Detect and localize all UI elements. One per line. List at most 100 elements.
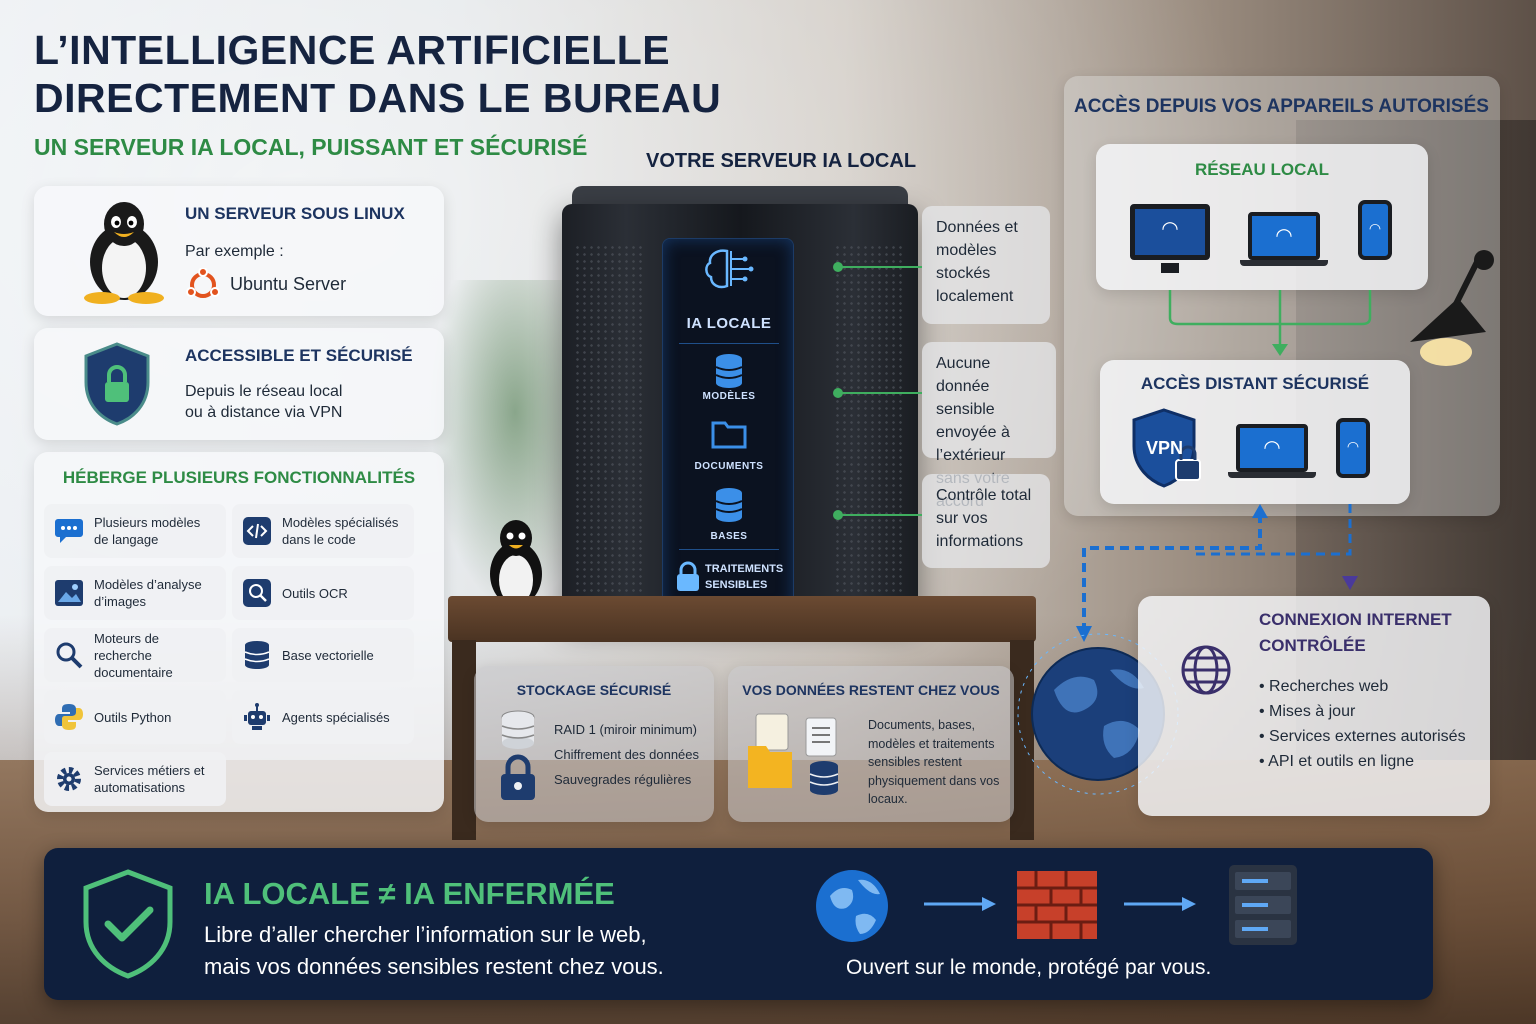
feature-label: Agents spécialisés — [282, 709, 390, 725]
remote-access-card: ACCÈS DISTANT SÉCURISÉ VPN ◠ ◠ — [1100, 360, 1410, 504]
connector-line — [842, 266, 922, 268]
padlock-icon — [677, 561, 699, 591]
connector-dot — [833, 510, 843, 520]
panel-item-bases: BASES — [710, 531, 748, 542]
panel-divider — [679, 549, 779, 550]
smartphone-icon: ◠ — [1336, 418, 1370, 478]
internet-card-title-line1: CONNEXION INTERNET — [1259, 610, 1452, 629]
page-title: L’INTELLIGENCE ARTIFICIELLE DIRECTEMENT … — [34, 26, 734, 122]
vpn-shield-icon — [1132, 408, 1201, 488]
wifi-icon: ◠ — [1263, 437, 1281, 459]
brain-circuit-icon — [705, 249, 754, 289]
feature-label: Services métiers et automatisations — [94, 763, 205, 795]
panel-item-documents: DOCUMENTS — [694, 461, 764, 472]
connector-dot — [833, 388, 843, 398]
note-total-control: Contrôle total sur vos informations — [922, 474, 1050, 568]
data-home-card-title: VOS DONNÉES RESTENT CHEZ VOUS — [742, 682, 1000, 698]
banner-caption: Ouvert sur le monde, protégé par vous. — [846, 956, 1212, 979]
shield-lock-icon — [84, 342, 150, 426]
internet-bullet: • Recherches web — [1259, 678, 1389, 695]
code-icon — [240, 514, 274, 548]
feature-vector-db: Base vectorielle — [232, 628, 414, 682]
storage-card-title: STOCKAGE SÉCURISÉ — [516, 682, 672, 698]
ubuntu-logo-icon — [186, 268, 220, 298]
storage-line-raid: RAID 1 (miroir minimum) — [554, 722, 697, 737]
page-title-line1: L’INTELLIGENCE ARTIFICIELLE — [34, 27, 671, 73]
internet-bullet-text: Mises à jour — [1269, 703, 1356, 720]
database-icon — [240, 638, 274, 672]
folder-documents-icon — [748, 713, 839, 795]
data-stays-home-card: VOS DONNÉES RESTENT CHEZ VOUS Documents,… — [728, 666, 1014, 822]
feature-agents: Agents spécialisés — [232, 690, 414, 744]
ocr-search-icon — [240, 576, 274, 610]
server-body: IA LOCALE MODÈLES DOCUMENTS BASES TRAITE… — [562, 204, 918, 620]
desk-lamp-icon — [1410, 250, 1494, 366]
feature-label: Outils OCR — [282, 585, 348, 601]
desktop-monitor-icon: ◠ — [1130, 204, 1210, 273]
chat-bubble-icon — [52, 514, 86, 548]
feature-llm: Plusieurs modèles de langage — [44, 504, 226, 558]
feature-python-tools: Outils Python — [44, 690, 226, 744]
storage-line-backups: Sauvegrades régulières — [554, 772, 692, 787]
arrow-right-icon — [924, 897, 996, 911]
note-no-external-data: Aucune donnée sensible envoyée à l’extér… — [922, 342, 1056, 510]
magnifier-icon — [52, 638, 86, 672]
internet-bullets: • Recherches web • Mises à jour • Servic… — [1259, 674, 1469, 774]
server-rack-icon — [1229, 865, 1297, 945]
feature-label: Modèles d’analyse d’images — [94, 577, 202, 609]
disk-stack-icon — [501, 710, 535, 749]
feature-label: Moteurs de recherche documentaire — [94, 630, 173, 680]
wifi-icon: ◠ — [1161, 218, 1179, 240]
globe-grid-icon — [1181, 645, 1231, 695]
image-icon — [52, 576, 86, 610]
stand-leg — [452, 640, 476, 840]
access-heading: ACCÈS DEPUIS VOS APPAREILS AUTORISÉS — [1074, 96, 1489, 117]
laptop-icon: ◠ — [1228, 424, 1316, 478]
linux-card-distro: Ubuntu Server — [230, 274, 347, 294]
arrow-right-icon — [1124, 897, 1196, 911]
shield-check-icon — [83, 869, 173, 979]
feature-label: Plusieurs modèles de langage — [94, 515, 201, 547]
storage-padlock-icon — [501, 754, 535, 800]
features-card-title: HÉBERGE PLUSIEURS FONCTIONNALITÉS — [62, 468, 416, 487]
wifi-icon: ◠ — [1346, 438, 1360, 454]
linux-card-title: UN SERVEUR SOUS LINUX — [185, 204, 405, 223]
internet-bullet-text: Recherches web — [1269, 678, 1389, 695]
local-network-title: RÉSEAU LOCAL — [1194, 160, 1330, 179]
page-subtitle: UN SERVEUR IA LOCAL, PUISSANT ET SÉCURIS… — [34, 134, 588, 160]
server-front-panel: IA LOCALE MODÈLES DOCUMENTS BASES TRAITE… — [662, 238, 794, 612]
local-ai-server: IA LOCALE MODÈLES DOCUMENTS BASES TRAITE… — [562, 186, 918, 632]
feature-label: Modèles spécialisés dans le code — [282, 515, 399, 547]
controlled-internet-card: CONNEXION INTERNET CONTRÔLÉE • Recherche… — [1138, 596, 1490, 816]
data-home-card-text: Documents, bases, modèles et traitements… — [868, 718, 1000, 806]
features-card: HÉBERGE PLUSIEURS FONCTIONNALITÉS Plusie… — [34, 452, 444, 812]
feature-business-services: Services métiers et automatisations — [44, 752, 226, 806]
wifi-icon: ◠ — [1368, 220, 1382, 236]
firewall-icon — [1017, 871, 1097, 939]
secure-card-line2: ou à distance via VPN — [185, 404, 343, 421]
panel-title: IA LOCALE — [686, 315, 772, 332]
local-devices: ◠ ◠ ◠ — [1130, 200, 1392, 273]
connector-line — [842, 392, 922, 394]
smartphone-icon: ◠ — [1358, 200, 1392, 260]
server-vent-left — [574, 244, 644, 604]
gear-icon — [52, 762, 86, 796]
vpn-label: VPN — [1146, 438, 1184, 458]
secure-card-line1: Depuis le réseau local — [185, 383, 343, 400]
internet-bullet: • Services externes autorisés — [1259, 728, 1466, 745]
internet-bullet: • API et outils en ligne — [1259, 753, 1415, 770]
bottom-banner: IA LOCALE ≠ IA ENFERMÉE Libre d’aller ch… — [44, 848, 1433, 1000]
feature-label: Outils Python — [94, 709, 172, 725]
panel-secure-line2: SENSIBLES — [705, 579, 768, 591]
linux-card-example-label: Par exemple : — [185, 243, 284, 260]
internet-bullet: • Mises à jour — [1259, 703, 1356, 720]
internet-bullet-text: API et outils en ligne — [1268, 753, 1415, 770]
server-vent-right — [834, 244, 904, 604]
page-title-line2: DIRECTEMENT DANS LE BUREAU — [34, 75, 722, 121]
feature-code-models: Modèles spécialisés dans le code — [232, 504, 414, 558]
connector-line — [842, 514, 922, 516]
internet-card-title-line2: CONTRÔLÉE — [1259, 636, 1366, 655]
server-heading: VOTRE SERVEUR IA LOCAL — [646, 150, 917, 172]
local-network-card: RÉSEAU LOCAL ◠ ◠ ◠ — [1096, 144, 1428, 290]
storage-line-encryption: Chiffrement des données — [554, 747, 700, 762]
